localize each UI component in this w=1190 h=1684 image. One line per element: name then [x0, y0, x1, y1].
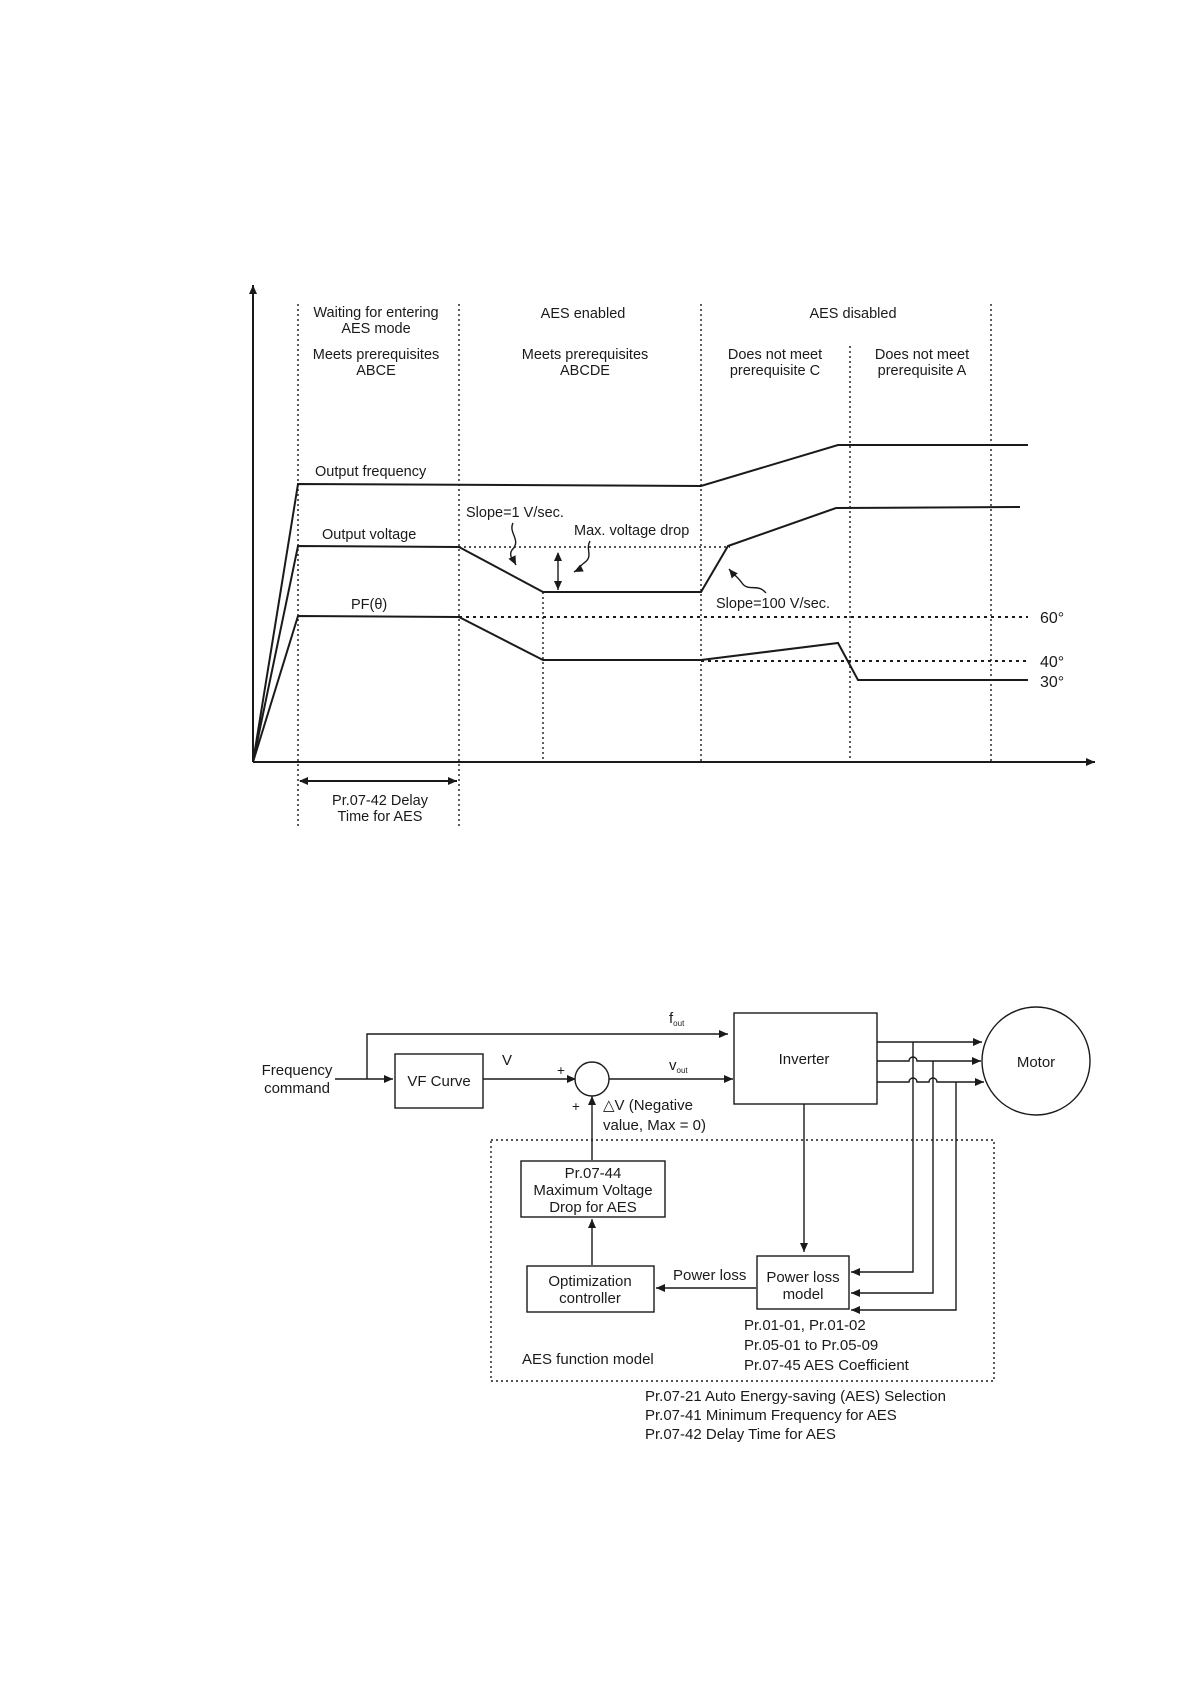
plm-params-line-3: Pr.07-45 AES Coefficient: [744, 1357, 910, 1374]
motor-label: Motor: [1017, 1054, 1055, 1071]
angle-60-label: 60°: [1040, 610, 1064, 627]
power-loss-model-label-2: model: [783, 1286, 824, 1303]
feedback-line-3: [851, 1082, 957, 1314]
plm-params-line-2: Pr.05-01 to Pr.05-09: [744, 1337, 878, 1354]
prereq-not-a-code: prerequisite A: [878, 363, 967, 379]
vout-main: v: [669, 1057, 677, 1074]
feedback-line-1: [851, 1042, 914, 1276]
aes-function-model-frame: [490, 1139, 995, 1382]
output-voltage-label: Output voltage: [322, 527, 416, 543]
pr0744-label-3: Drop for AES: [549, 1199, 637, 1216]
prereq-abcde-label: Meets prerequisites: [522, 347, 649, 363]
phase-waiting-label: Waiting for entering: [313, 305, 438, 321]
fout-main: f: [669, 1010, 674, 1027]
frequency-command-label-2: command: [264, 1080, 330, 1097]
sum-plus-left: +: [572, 1099, 580, 1114]
motor-block: [981, 1006, 1091, 1116]
phase-line-2: [877, 1056, 981, 1065]
inverter-label: Inverter: [779, 1051, 830, 1068]
slope-1-pointer: [508, 522, 517, 566]
pf-curve: [252, 614, 1028, 763]
v-label: V: [502, 1052, 512, 1069]
delay-time-label: Pr.07-42 Delay: [332, 793, 429, 809]
phase-line-3: [877, 1077, 984, 1086]
fout-subscript: out: [673, 1019, 685, 1028]
prereq-not-c-code: prerequisite C: [730, 363, 820, 379]
optimization-controller-label-2: controller: [559, 1290, 621, 1307]
delta-v-label-2: value, Max = 0): [603, 1117, 706, 1134]
summing-junction: [574, 1061, 610, 1097]
pr0744-label-2: Maximum Voltage: [533, 1182, 652, 1199]
phase-waiting-label-2: AES mode: [341, 321, 410, 337]
max-drop-pointer: [573, 540, 591, 573]
plm-params-line-1: Pr.01-01, Pr.01-02: [744, 1317, 866, 1334]
inverter-block: [733, 1012, 878, 1105]
angle-30-label: 30°: [1040, 674, 1064, 691]
prereq-abcde-code: ABCDE: [560, 363, 610, 379]
fout-label: fout: [669, 1010, 685, 1028]
optimization-controller-label: Optimization: [548, 1273, 631, 1290]
slope-100-label: Slope=100 V/sec.: [716, 596, 830, 612]
output-frequency-curve: [252, 444, 1028, 763]
pr0744-label: Pr.07-44: [565, 1165, 622, 1182]
prereq-not-c-label: Does not meet: [728, 347, 822, 363]
prereq-abce-label: Meets prerequisites: [313, 347, 440, 363]
delay-time-label-2: Time for AES: [338, 809, 423, 825]
slope-1-label: Slope=1 V/sec.: [466, 505, 564, 521]
aes-block-diagram: Frequency command VF Curve V + + fout vo…: [262, 1006, 1091, 1443]
vf-curve-block: [394, 1053, 484, 1109]
phase-aes-enabled-label: AES enabled: [541, 306, 626, 322]
aes-function-model-label: AES function model: [522, 1351, 654, 1368]
feedback-line-2: [851, 1061, 934, 1297]
note-pr0742: Pr.07-42 Delay Time for AES: [645, 1426, 836, 1443]
output-frequency-label: Output frequency: [315, 464, 427, 480]
vout-subscript: out: [677, 1066, 689, 1075]
timing-chart: Waiting for entering AES mode AES enable…: [249, 285, 1095, 826]
power-loss-label: Power loss: [673, 1267, 746, 1284]
note-pr0721: Pr.07-21 Auto Energy-saving (AES) Select…: [645, 1388, 946, 1405]
slope-100-pointer: [728, 568, 767, 594]
pf-label: PF(θ): [351, 597, 387, 613]
fout-path: [366, 1030, 728, 1079]
vout-label: vout: [669, 1057, 688, 1075]
output-voltage-curve: [252, 506, 1021, 763]
max-voltage-drop-block: [520, 1160, 666, 1218]
phase-aes-disabled-label: AES disabled: [809, 306, 896, 322]
optimization-controller-block: [526, 1265, 655, 1313]
power-loss-model-block: [756, 1255, 850, 1310]
prereq-not-a-label: Does not meet: [875, 347, 969, 363]
frequency-command-label: Frequency: [262, 1062, 333, 1079]
sum-plus-top: +: [557, 1063, 565, 1078]
max-voltage-drop-label: Max. voltage drop: [574, 523, 689, 539]
angle-40-label: 40°: [1040, 654, 1064, 671]
prereq-abce-code: ABCE: [356, 363, 396, 379]
power-loss-model-label: Power loss: [766, 1269, 839, 1286]
note-pr0741: Pr.07-41 Minimum Frequency for AES: [645, 1407, 897, 1424]
delta-v-label: △V (Negative: [603, 1097, 693, 1114]
vf-curve-label: VF Curve: [407, 1073, 470, 1090]
